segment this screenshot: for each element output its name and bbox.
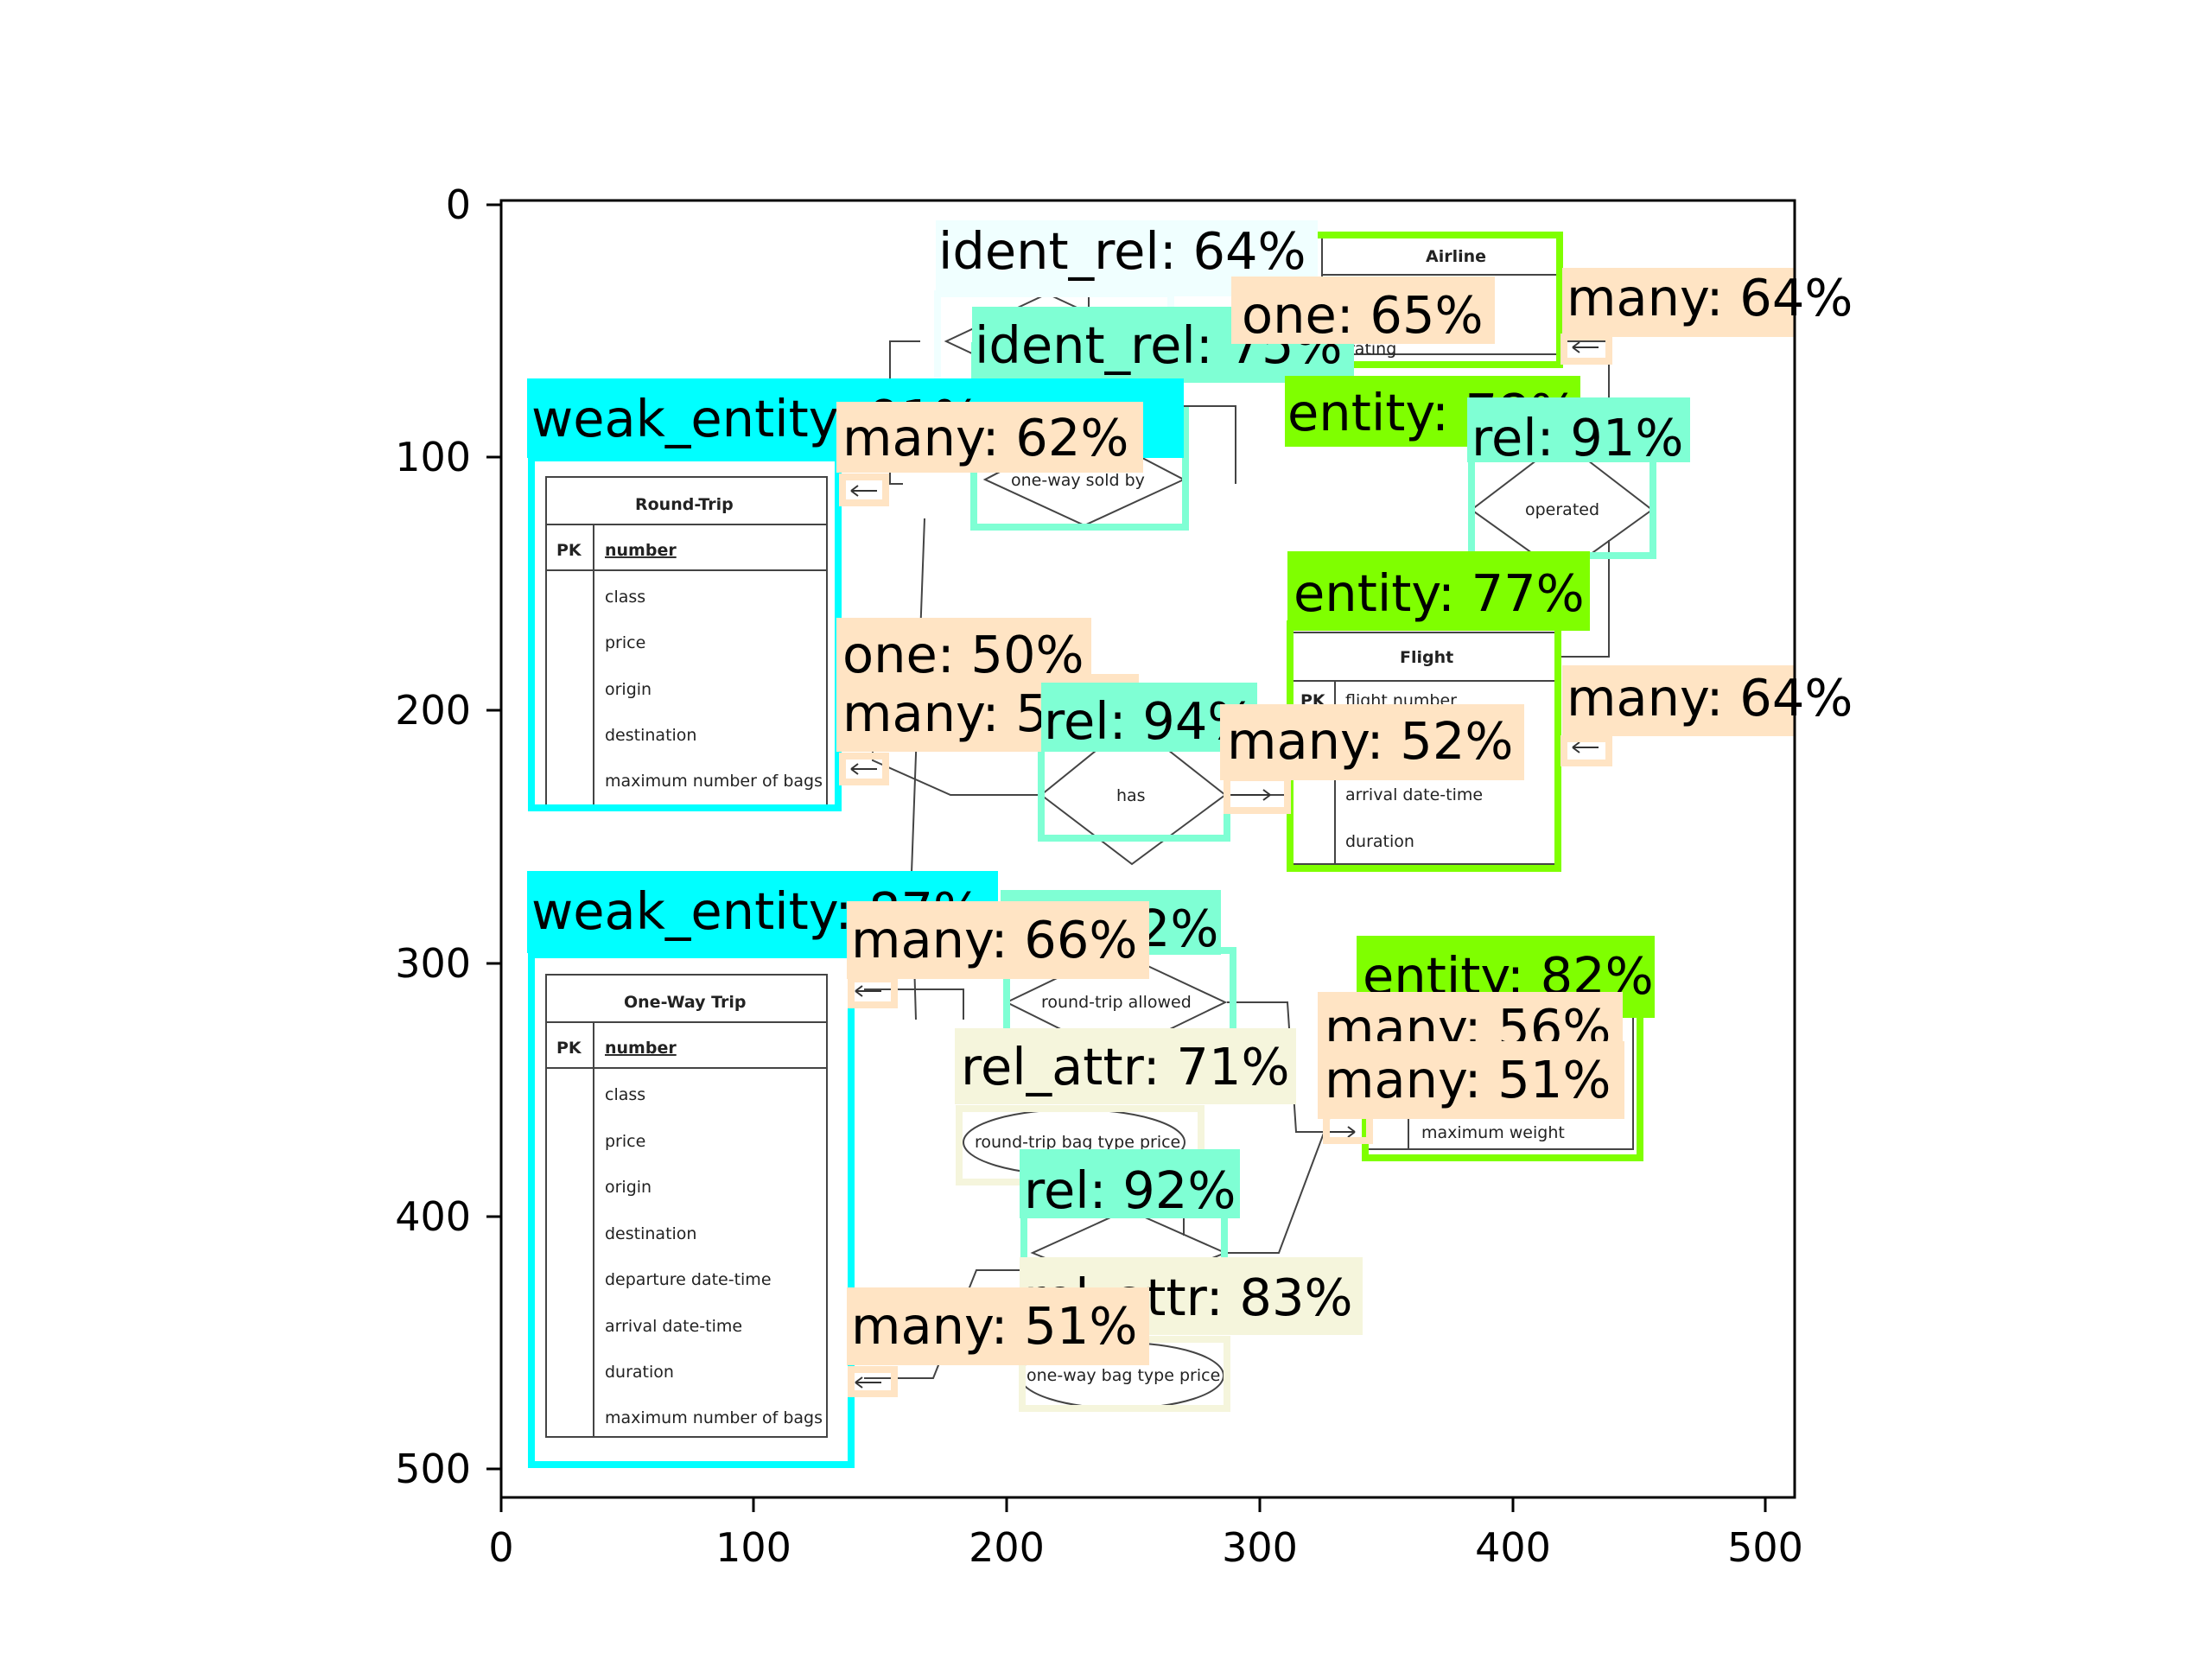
y-tick-400: 400	[395, 1193, 471, 1240]
entity-attr-rt-max-bags: maximum number of bags	[605, 772, 823, 791]
x-tick-500: 500	[1727, 1524, 1803, 1571]
x-tick-400: 400	[1475, 1524, 1551, 1571]
svg-text:many: 62%: many: 62%	[842, 408, 1128, 467]
label-rel-91: rel: 91%	[1467, 397, 1690, 467]
label-ident-rel-75: ident_rel: 75%	[972, 307, 1354, 383]
y-tick-500: 500	[395, 1446, 471, 1492]
label-one-65: one: 65%	[1231, 276, 1495, 345]
rel-attr-one-way-bag-type-price: one-way bag type price	[1027, 1366, 1220, 1385]
entity-attr-ow-origin: origin	[605, 1178, 652, 1197]
entity-attr-ow-departure: departure date-time	[605, 1270, 772, 1289]
y-tick-300: 300	[395, 940, 471, 987]
svg-text:many: 64%: many: 64%	[1567, 668, 1853, 728]
entity-title-flight: Flight	[1400, 648, 1453, 667]
detection-box-many-51-c	[848, 1366, 898, 1397]
svg-text:rel_attr: 71%: rel_attr: 71%	[961, 1037, 1290, 1096]
svg-text:one: 65%: one: 65%	[1242, 285, 1484, 345]
y-tick-100: 100	[395, 434, 471, 480]
svg-text:rel: 91%: rel: 91%	[1471, 408, 1683, 467]
label-many-52: many: 52%	[1220, 704, 1524, 780]
entity-attr-ow-price: price	[605, 1132, 645, 1151]
svg-text:many: 52%: many: 52%	[1227, 711, 1513, 771]
rel-attr-round-trip-bag-type-price: round-trip bag type price	[975, 1133, 1180, 1152]
y-tick-200: 200	[395, 687, 471, 734]
label-many-64-b: many: 64%	[1562, 665, 1853, 736]
entity-title-one-way-trip: One-Way Trip	[624, 993, 746, 1012]
entity-attr-ow-duration: duration	[605, 1363, 674, 1382]
entity-attr-ow-destination: destination	[605, 1224, 696, 1243]
entity-attr-rt-origin: origin	[605, 680, 652, 699]
label-entity-77: entity: 77%	[1287, 551, 1590, 631]
x-tick-300: 300	[1222, 1524, 1298, 1571]
x-tick-0: 0	[488, 1524, 513, 1571]
x-tick-200: 200	[969, 1524, 1045, 1571]
relationship-one-way-sold-by: one-way sold by	[1011, 471, 1145, 490]
detection-box-many-64-b	[1560, 735, 1612, 766]
entity-attr-rt-number: number	[605, 541, 677, 560]
relationship-has: has	[1116, 786, 1146, 805]
entity-attr-maximum-weight: maximum weight	[1421, 1123, 1565, 1142]
svg-text:rel: 92%: rel: 92%	[1024, 1160, 1236, 1220]
label-ident-rel-64: ident_rel: 64%	[936, 220, 1318, 296]
label-rel-92-b: rel: 92%	[1020, 1149, 1240, 1220]
entity-attr-flight-arrival: arrival date-time	[1345, 785, 1483, 804]
svg-text:many: 51%: many: 51%	[1325, 1050, 1611, 1109]
axes: 0 100 200 300 400 500 0 100 200 300 400 …	[395, 181, 1803, 1571]
label-rel-attr-71: rel_attr: 71%	[955, 1028, 1296, 1104]
entity-pk-round-trip: PK	[556, 541, 582, 560]
svg-text:many: 66%: many: 66%	[851, 910, 1137, 969]
svg-text:many: 51%: many: 51%	[851, 1296, 1137, 1356]
entity-attr-ow-arrival: arrival date-time	[605, 1317, 742, 1336]
y-tick-0: 0	[446, 181, 471, 228]
relationship-round-trip-allowed: round-trip allowed	[1041, 993, 1192, 1012]
entity-attr-rt-price: price	[605, 633, 645, 652]
entity-pk-one-way-trip: PK	[556, 1039, 582, 1058]
label-many-51-c: many: 51%	[847, 1287, 1149, 1365]
entity-attr-airline-rating: rating	[1348, 340, 1396, 359]
x-tick-100: 100	[715, 1524, 791, 1571]
detection-box-one-way-trip	[528, 951, 855, 1468]
entity-title-round-trip: Round-Trip	[635, 495, 734, 514]
detection-box-many-62	[839, 474, 889, 506]
entity-attr-flight-duration: duration	[1345, 832, 1414, 851]
svg-text:many: 64%: many: 64%	[1567, 268, 1853, 327]
detection-box-many-51-a	[839, 753, 889, 785]
entity-attr-rt-class: class	[605, 588, 645, 607]
entity-attr-ow-max-bags: maximum number of bags	[605, 1408, 823, 1427]
label-many-51-b: many: 51%	[1318, 1041, 1624, 1119]
entity-attr-rt-destination: destination	[605, 726, 696, 745]
entity-attr-ow-class: class	[605, 1085, 645, 1104]
entity-attr-ow-number: number	[605, 1039, 677, 1058]
svg-text:entity: 77%: entity: 77%	[1294, 563, 1585, 623]
label-many-64-a: many: 64%	[1562, 268, 1853, 337]
svg-text:ident_rel: 64%: ident_rel: 64%	[938, 221, 1306, 281]
label-many-66: many: 66%	[847, 901, 1149, 979]
label-many-62: many: 62%	[836, 402, 1143, 473]
entity-title-airline: Airline	[1426, 247, 1486, 266]
relationship-operated: operated	[1525, 500, 1599, 519]
